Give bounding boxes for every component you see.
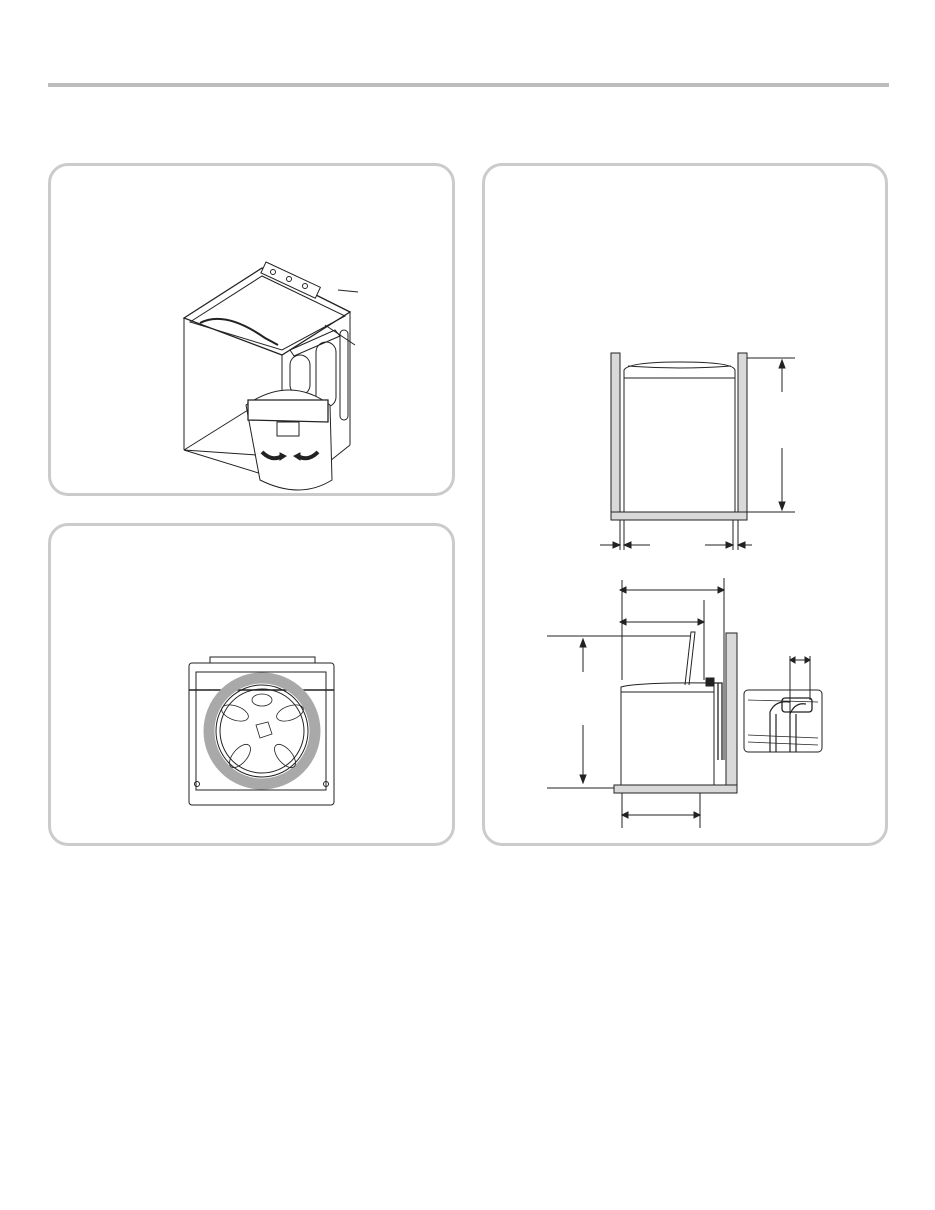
washer-perspective-illustration bbox=[184, 262, 358, 490]
washer-top-view-illustration bbox=[189, 657, 334, 805]
side-clearance-illustration bbox=[547, 578, 822, 828]
front-clearance-illustration bbox=[600, 353, 795, 550]
header-rule bbox=[48, 83, 889, 87]
figure-panel-clearance bbox=[482, 163, 888, 846]
